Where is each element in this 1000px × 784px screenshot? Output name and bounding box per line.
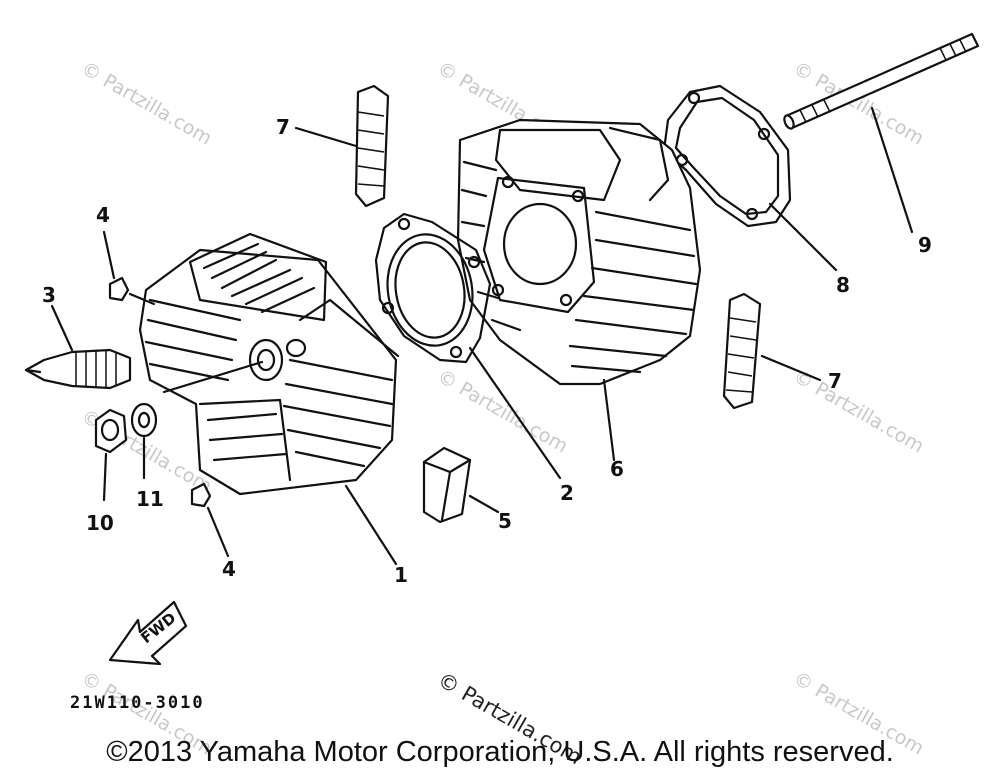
- nut-part: [94, 408, 128, 454]
- stud-bolt-part: [783, 32, 980, 130]
- cylinder-part: [456, 118, 702, 386]
- copyright-notice: ©2013 Yamaha Motor Corporation, U.S.A. A…: [106, 736, 894, 768]
- callout-9: 9: [918, 233, 932, 257]
- forward-arrow-icon: FWD: [108, 600, 188, 666]
- callout-5: 5: [498, 509, 512, 533]
- callout-3: 3: [42, 283, 56, 307]
- callout-4-upper: 4: [96, 203, 110, 227]
- cylinder-head-part: [138, 232, 400, 496]
- watermark-text: © Partzilla.com: [790, 365, 928, 457]
- callouts: 7 9 8 7 2 6 5 1 4 4 3 10 11: [42, 115, 932, 587]
- spark-plug-part: [24, 348, 132, 390]
- diagram-code: 21W110-3010: [70, 693, 205, 713]
- callout-7-upper: 7: [276, 115, 290, 139]
- callout-6: 6: [610, 457, 624, 481]
- watermark-text: © Partzilla.com: [78, 57, 216, 149]
- callout-1: 1: [394, 563, 408, 587]
- base-gasket-part: [662, 84, 792, 228]
- callout-7-lower: 7: [828, 369, 842, 393]
- callout-2: 2: [560, 481, 574, 505]
- head-gasket-part: [374, 212, 492, 364]
- callout-8: 8: [836, 273, 850, 297]
- leader-lines: [50, 106, 914, 566]
- damper-strip-lower: [722, 292, 762, 410]
- washer-part: [130, 402, 158, 438]
- damper-part: [422, 446, 472, 524]
- callout-4-lower: 4: [222, 557, 236, 581]
- damper-strip-upper: [354, 84, 390, 208]
- plug-cap-part: [108, 276, 212, 508]
- watermark-text: © Partzilla.com: [434, 365, 572, 457]
- callout-11: 11: [136, 487, 164, 511]
- callout-10: 10: [86, 511, 114, 535]
